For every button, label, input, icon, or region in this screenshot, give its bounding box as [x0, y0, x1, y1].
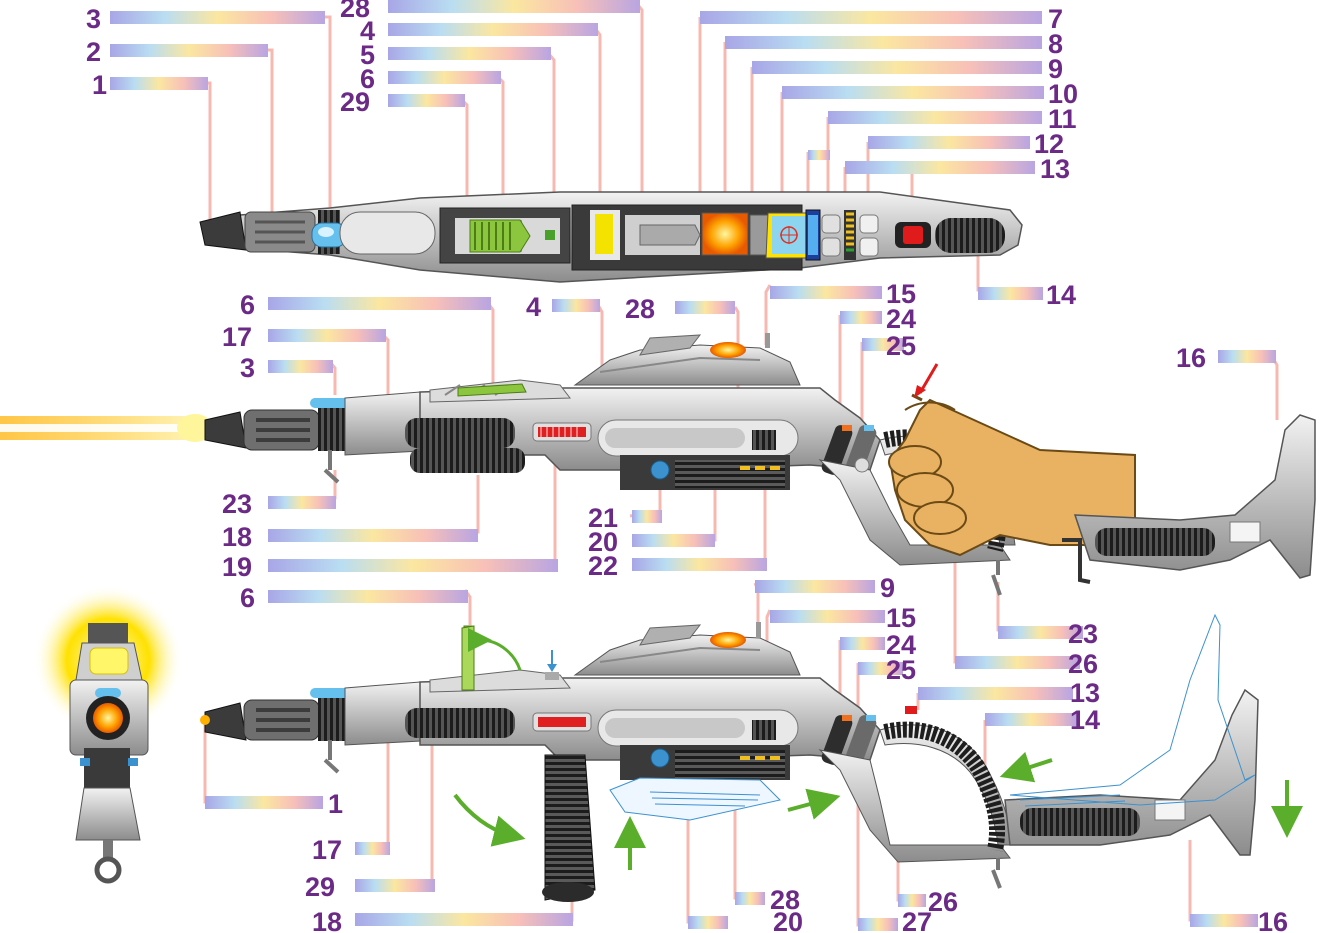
callout-top-4: 4: [360, 16, 375, 46]
callout-top-5: 5: [360, 40, 375, 70]
rifle-side-config-view: [200, 613, 1303, 902]
callout-top-2: 2: [86, 37, 101, 67]
callout-mid-22: 22: [588, 551, 618, 581]
callout-mid-28: 28: [625, 294, 655, 324]
callout-bot-26: 26: [928, 887, 958, 917]
callout-bot-25: 25: [886, 655, 916, 685]
callout-bot-6: 6: [240, 583, 255, 613]
callout-top-10: 10: [1048, 79, 1078, 109]
callout-mid-3: 3: [240, 353, 255, 383]
callout-mid-15: 15: [886, 279, 916, 309]
shoulder-stock-detached: [1062, 414, 1316, 584]
callout-top-28: 28: [340, 0, 370, 23]
callout-mid-25: 25: [886, 331, 916, 361]
callout-bot-18: 18: [312, 907, 342, 933]
callout-numbers: 3 2 1 28 4 5 6 29 7 8 9 10 11 12 13 14 6…: [86, 0, 1288, 933]
callout-top-13: 13: [1040, 154, 1070, 184]
callout-mid-6: 6: [240, 290, 255, 320]
callout-mid-23b: 23: [1068, 619, 1098, 649]
callout-bot-24: 24: [886, 630, 916, 660]
callout-top-12: 12: [1034, 129, 1064, 159]
callout-top-3: 3: [86, 4, 101, 34]
callout-mid-4: 4: [526, 292, 541, 322]
callout-bot-9: 9: [880, 573, 895, 603]
callout-mid-20: 20: [588, 527, 618, 557]
callout-mid-26: 26: [1068, 649, 1098, 679]
callout-mid-23: 23: [222, 489, 252, 519]
callout-mid-17: 17: [222, 322, 252, 352]
callout-top-11: 11: [1048, 104, 1077, 134]
callout-mid-19: 19: [222, 552, 252, 582]
callout-top-8: 8: [1048, 29, 1063, 59]
callout-top-29: 29: [340, 87, 370, 117]
callout-bot-14: 14: [1070, 705, 1100, 735]
callout-bot-17: 17: [312, 835, 342, 865]
callout-top-14: 14: [1046, 280, 1076, 310]
rifle-side-firing-view: [0, 333, 1316, 596]
callout-bot-29: 29: [305, 872, 335, 902]
callout-bot-1: 1: [328, 789, 343, 819]
callout-top-9: 9: [1048, 54, 1063, 84]
callout-mid-24: 24: [886, 304, 916, 334]
rifle-top-view: [199, 191, 1023, 283]
callout-bot-16: 16: [1258, 907, 1288, 933]
callout-top-6: 6: [360, 64, 375, 94]
callout-bot-27: 27: [902, 907, 932, 933]
callout-top-1: 1: [92, 70, 107, 100]
callout-mid-18: 18: [222, 522, 252, 552]
callout-bars: [110, 0, 1276, 931]
callout-top-7: 7: [1048, 4, 1063, 34]
callout-bot-13: 13: [1070, 678, 1100, 708]
callout-bot-20: 20: [773, 907, 803, 933]
callout-mid-16: 16: [1176, 343, 1206, 373]
callout-bot-15: 15: [886, 603, 916, 633]
rifle-front-view: [33, 585, 183, 884]
callout-mid-21: 21: [588, 503, 618, 533]
callout-bot-28: 28: [770, 885, 800, 915]
